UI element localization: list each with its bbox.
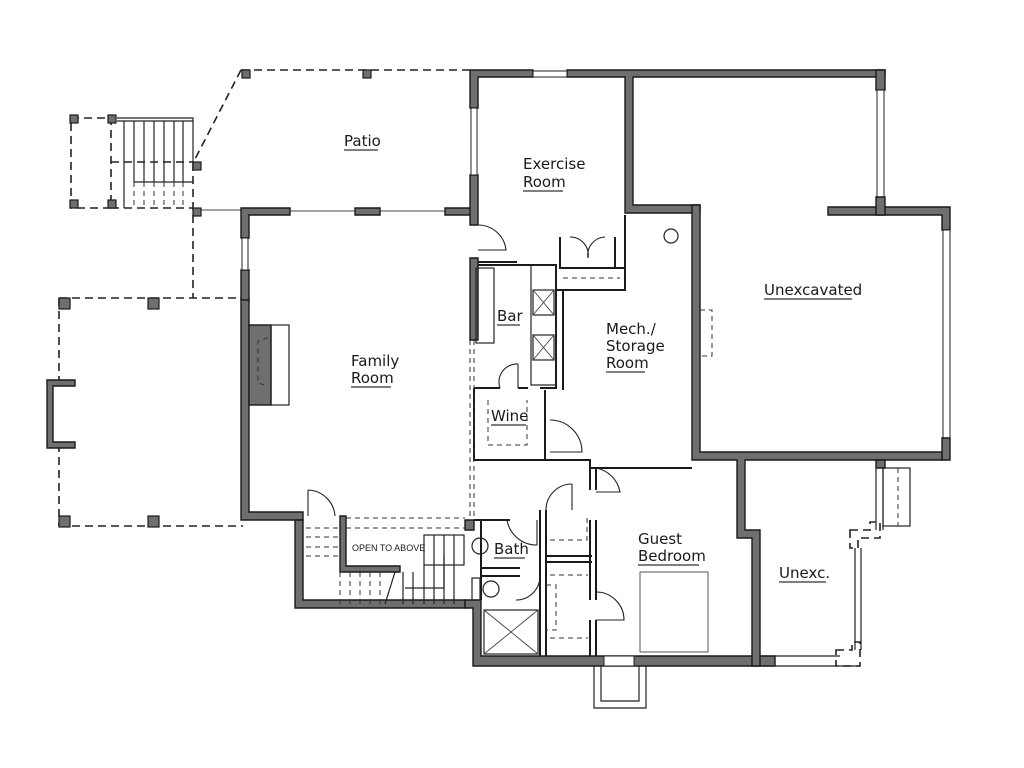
label-unexc: Unexc. [779, 564, 830, 582]
label-bar: Bar [497, 307, 523, 325]
label-unexcavated: Unexcavated [764, 281, 862, 299]
interior-walls [464, 215, 692, 656]
label-guest-line2: Bedroom [638, 547, 706, 565]
label-mech-line2: Storage [606, 337, 665, 355]
access-opening [700, 309, 713, 357]
deck-and-patio-outline [58, 69, 470, 527]
label-guest-line1: Guest [638, 530, 682, 548]
label-family-line1: Family [351, 352, 399, 370]
label-mech-line3: Room [606, 354, 649, 372]
room-labels: Patio Exercise Room Unexcavated Bar Mech… [344, 132, 862, 583]
unexc-east-wall [760, 459, 911, 667]
label-patio: Patio [344, 132, 381, 150]
egress-window-well [593, 655, 647, 709]
porch-bay [46, 379, 76, 449]
exterior-stair [117, 117, 194, 208]
fireplace [248, 324, 290, 406]
label-bath: Bath [494, 540, 529, 558]
interior-stair [306, 515, 465, 605]
doors [307, 224, 625, 621]
bed [639, 571, 709, 653]
label-exercise-line1: Exercise [523, 155, 585, 173]
label-family-line2: Room [351, 369, 394, 387]
label-wine: Wine [491, 407, 528, 425]
label-mech-line1: Mech./ [606, 320, 657, 338]
water-heater-icon [663, 228, 679, 244]
label-exercise-line2: Room [523, 173, 566, 191]
exterior-walls [240, 69, 951, 667]
label-open-to-above: OPEN TO ABOVE [352, 543, 425, 553]
posts [58, 69, 372, 528]
